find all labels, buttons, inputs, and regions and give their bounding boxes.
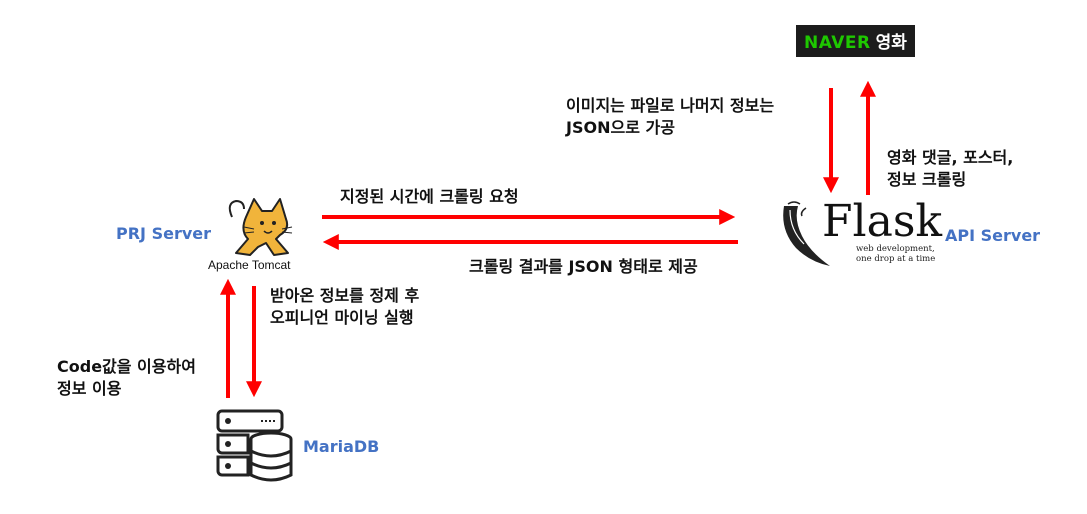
flask-tagline-line: web development, <box>856 244 935 254</box>
edge-label-line: 영화 댓글, 포스터, <box>887 148 1014 167</box>
edge-label-line: JSON으로 가공 <box>566 118 675 137</box>
edge-label-flask-to-naver: 영화 댓글, 포스터, 정보 크롤링 <box>887 147 1013 191</box>
flask-horn-icon <box>783 201 830 266</box>
edge-label-line: 정보 이용 <box>57 379 122 398</box>
edge-label-line: 정보 크롤링 <box>887 170 967 189</box>
server-db-icon <box>216 409 293 482</box>
naver-service-text: 영화 <box>875 33 907 53</box>
edge-label-flask-to-tomcat: 크롤링 결과를 JSON 형태로 제공 <box>469 257 698 276</box>
edge-label-tomcat-to-flask: 지정된 시간에 크롤링 요청 <box>340 187 519 206</box>
edge-label-line: 이미지는 파일로 나머지 정보는 <box>566 96 775 115</box>
edge-label-tomcat-to-db: 받아온 정보를 정제 후 오피니언 마이닝 실행 <box>270 285 419 329</box>
flask-tagline-line: one drop at a time <box>856 254 936 264</box>
tomcat-logo: Apache Tomcat <box>200 195 310 275</box>
database-icon <box>215 408 295 484</box>
flask-tagline: web development, one drop at a time <box>856 244 935 264</box>
mariadb-label: MariaDB <box>303 437 380 456</box>
tomcat-caption: Apache Tomcat <box>208 258 291 272</box>
prj-server-label: PRJ Server <box>116 224 212 243</box>
edge-label-db-to-tomcat: Code값을 이용하여 정보 이용 <box>57 356 196 400</box>
api-server-label: API Server <box>945 226 1041 245</box>
tomcat-cat-icon <box>228 198 293 256</box>
flask-logo: Flask web development, one drop at a tim… <box>776 200 942 270</box>
flask-wordmark: Flask <box>822 196 943 247</box>
edge-label-naver-to-flask: 이미지는 파일로 나머지 정보는 JSON으로 가공 <box>566 95 774 139</box>
edge-label-line: Code값을 이용하여 <box>57 357 196 376</box>
naver-brand-text: NAVER <box>804 33 871 53</box>
edge-label-line: 받아온 정보를 정제 후 <box>270 286 420 305</box>
edge-label-line: 오피니언 마이닝 실행 <box>270 308 414 327</box>
